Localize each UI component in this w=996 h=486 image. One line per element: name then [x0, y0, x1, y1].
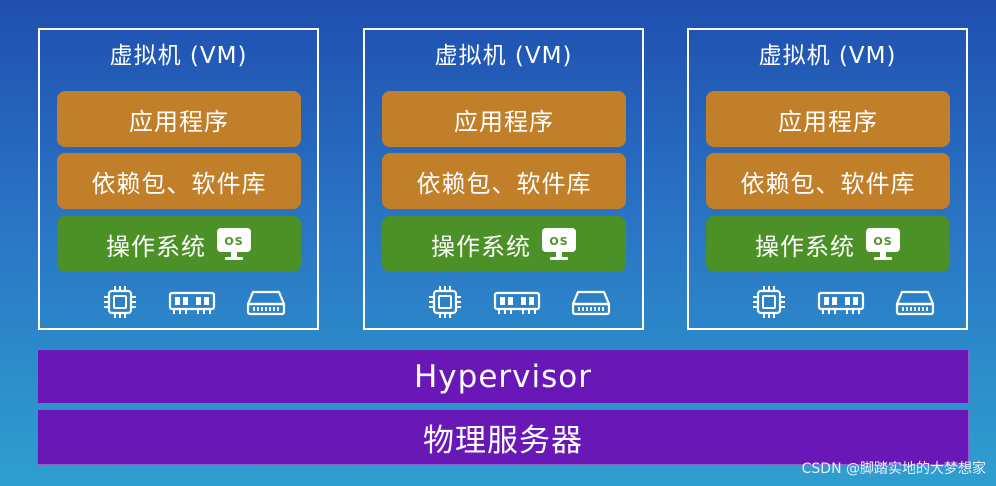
os-badge: OS — [224, 235, 243, 248]
deps-layer: 依赖包、软件库 — [57, 153, 301, 209]
os-label: 操作系统 — [431, 232, 531, 261]
memory-ram-icon — [168, 291, 216, 314]
app-label: 应用程序 — [778, 107, 878, 136]
vm-box-2: 虚拟机 (VM) 应用程序 依赖包、软件库 操作系统 OS — [363, 28, 644, 330]
watermark: CSDN @脚踏实地的大梦想家 — [801, 461, 986, 477]
cpu-chip-icon — [753, 286, 785, 318]
vm-title: 虚拟机 (VM) — [109, 43, 248, 69]
monitor-os-icon: OS — [542, 228, 576, 260]
memory-ram-icon — [817, 291, 865, 314]
app-layer: 应用程序 — [706, 91, 950, 147]
monitor-os-icon: OS — [217, 228, 251, 260]
os-badge: OS — [549, 235, 568, 248]
deps-label: 依赖包、软件库 — [416, 169, 592, 198]
deps-layer: 依赖包、软件库 — [382, 153, 626, 209]
os-layer: 操作系统 OS — [382, 216, 626, 272]
os-label: 操作系统 — [106, 232, 206, 261]
hypervisor-label: Hypervisor — [414, 358, 592, 395]
hypervisor-layer: Hypervisor — [37, 349, 969, 404]
monitor-os-icon: OS — [866, 228, 900, 260]
vm-title: 虚拟机 (VM) — [758, 43, 897, 69]
vm-box-1: 虚拟机 (VM) 应用程序 依赖包、软件库 操作系统 OS — [38, 28, 319, 330]
os-badge: OS — [873, 235, 892, 248]
hardware-row — [689, 284, 966, 320]
hard-disk-icon — [895, 290, 935, 316]
app-layer: 应用程序 — [382, 91, 626, 147]
vm-title: 虚拟机 (VM) — [434, 43, 573, 69]
deps-label: 依赖包、软件库 — [91, 169, 267, 198]
deps-layer: 依赖包、软件库 — [706, 153, 950, 209]
deps-label: 依赖包、软件库 — [740, 169, 916, 198]
hardware-row — [40, 284, 317, 320]
app-label: 应用程序 — [129, 107, 229, 136]
hardware-row — [365, 284, 642, 320]
physical-server-layer: 物理服务器 — [37, 409, 969, 465]
vm-box-3: 虚拟机 (VM) 应用程序 依赖包、软件库 操作系统 OS — [687, 28, 968, 330]
hard-disk-icon — [246, 290, 286, 316]
os-layer: 操作系统 OS — [57, 216, 301, 272]
cpu-chip-icon — [429, 286, 461, 318]
physical-server-label: 物理服务器 — [423, 422, 583, 459]
hard-disk-icon — [571, 290, 611, 316]
memory-ram-icon — [493, 291, 541, 314]
app-layer: 应用程序 — [57, 91, 301, 147]
app-label: 应用程序 — [454, 107, 554, 136]
cpu-chip-icon — [104, 286, 136, 318]
os-layer: 操作系统 OS — [706, 216, 950, 272]
os-label: 操作系统 — [755, 232, 855, 261]
